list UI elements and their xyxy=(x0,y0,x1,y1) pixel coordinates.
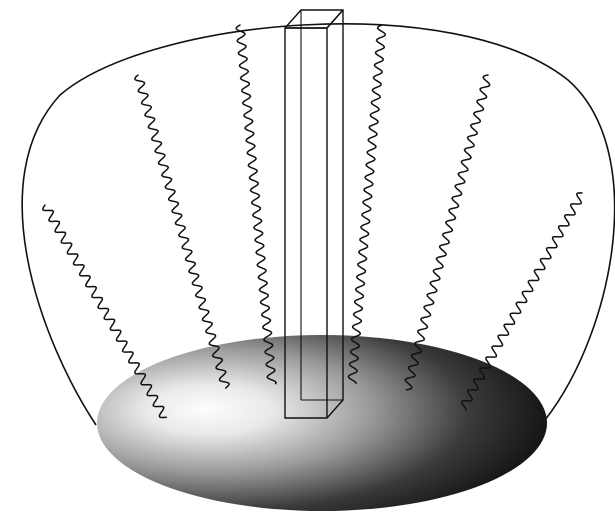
wave-line-3 xyxy=(236,25,276,384)
base-disc xyxy=(97,335,547,511)
wave-line-5 xyxy=(405,75,489,390)
wave-line-2 xyxy=(135,75,229,388)
wave-line-4 xyxy=(348,25,385,383)
